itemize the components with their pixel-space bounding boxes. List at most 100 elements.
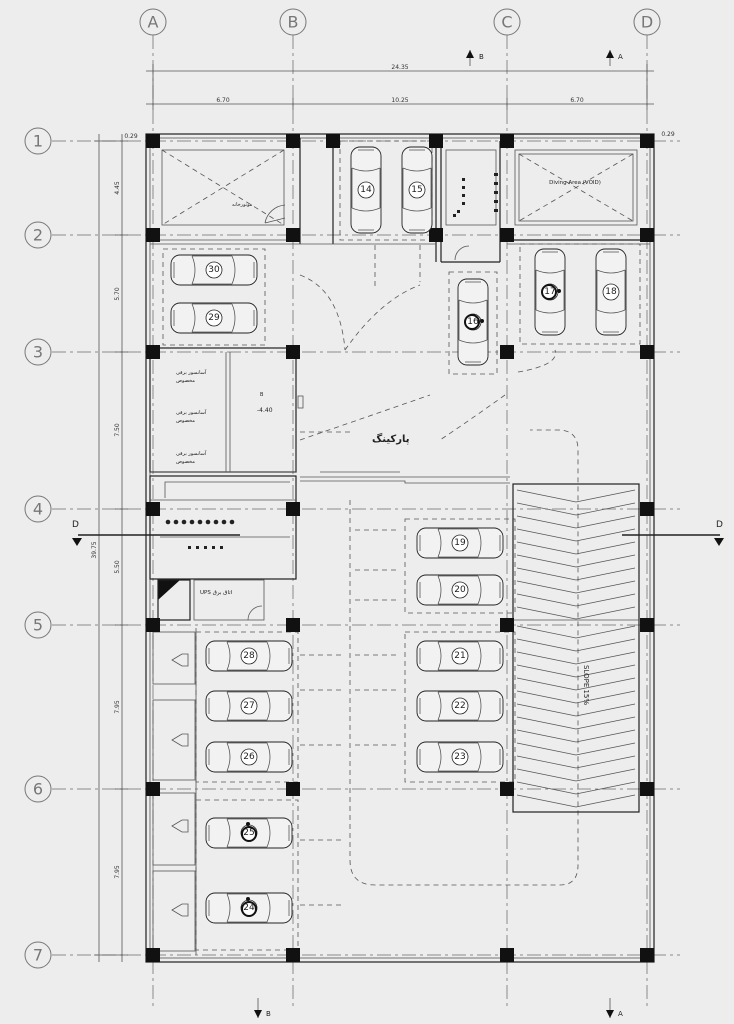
dim-row-12: 4.45 <box>114 181 121 195</box>
section-left-d: D <box>72 520 79 530</box>
parking-space-number: 20 <box>454 585 466 595</box>
svg-text:آسانسور برقی: آسانسور برقی <box>176 369 207 376</box>
parking-space-number: 19 <box>454 538 466 548</box>
parking-bays <box>162 140 641 951</box>
parking-space-18: 18 <box>595 248 627 336</box>
wheelchair-icon <box>541 284 561 300</box>
column <box>640 228 654 242</box>
column <box>286 345 300 359</box>
parking-space-number: 17 <box>544 287 555 297</box>
inner-walls-top <box>150 138 650 263</box>
wheelchair-icon <box>241 822 257 842</box>
column <box>429 228 443 242</box>
grid-label-row-5: 5 <box>33 616 43 635</box>
dim-row-56: 7.95 <box>114 700 121 714</box>
dim-span-cd: 6.70 <box>570 97 584 104</box>
grid-label-col-d: D <box>641 13 653 32</box>
parking-space-23: 23 <box>416 741 504 773</box>
column <box>286 134 300 148</box>
svg-text:آسانسور برقی: آسانسور برقی <box>176 409 207 416</box>
void-top-left: موتورخانه <box>161 149 286 226</box>
column <box>500 134 514 148</box>
grid-label-row-2: 2 <box>33 226 43 245</box>
parking-space-number: 26 <box>243 752 255 762</box>
grid-label-row-6: 6 <box>33 780 43 799</box>
parking-area: پارکینگ <box>300 433 510 484</box>
svg-text:مخصوص: مخصوص <box>176 378 195 384</box>
section-right-d: D <box>716 520 723 530</box>
column <box>146 782 160 796</box>
section-bottom-b: B <box>266 1010 271 1018</box>
grid-bubble-col-d: D <box>633 8 661 36</box>
parking-space-21: 21 <box>416 640 504 672</box>
parking-space-number: 16 <box>467 317 479 327</box>
column <box>146 618 160 632</box>
column <box>640 948 654 962</box>
parking-space-25: 25 <box>205 817 293 849</box>
column <box>640 618 654 632</box>
parking-space-24: 24 <box>205 892 293 924</box>
parking-space-number: 24 <box>243 903 255 913</box>
column <box>146 502 160 516</box>
structural-columns <box>146 134 654 962</box>
column <box>500 782 514 796</box>
dim-row-45: 5.50 <box>114 560 121 574</box>
grid-bubble-row-5: 5 <box>24 611 52 639</box>
parking-space-number: 14 <box>360 185 372 195</box>
dim-span-ab: 6.70 <box>216 97 230 104</box>
column <box>326 134 340 148</box>
void-top-right: Diving Area (VOID) <box>514 149 638 226</box>
parking-space-number: 23 <box>454 752 465 762</box>
slope-label: SLOPE 15% <box>582 665 590 705</box>
dim-edge-left: 0.29 <box>124 133 138 140</box>
dim-row-67: 7.95 <box>114 865 121 879</box>
column <box>640 502 654 516</box>
parking-space-16: 16 <box>457 278 489 366</box>
parking-space-28: 28 <box>205 640 293 672</box>
section-top-b: B <box>479 53 484 61</box>
top-dimensions: 24.35 6.70 10.25 6.70 0.29 0.29 <box>124 64 675 140</box>
column <box>640 134 654 148</box>
parking-space-number: 25 <box>243 828 254 838</box>
parking-space-19: 19 <box>416 527 504 559</box>
parking-space-26: 26 <box>205 741 293 773</box>
section-top-a: A <box>618 53 623 61</box>
grid-label-row-7: 7 <box>33 946 43 965</box>
grid-label-col-c: C <box>501 13 512 32</box>
parking-space-17: 17 <box>534 248 566 336</box>
parking-label: پارکینگ <box>372 433 410 445</box>
column <box>500 618 514 632</box>
section-bottom-a: A <box>618 1010 623 1018</box>
room-b-label: B <box>260 392 264 398</box>
grid-bubble-row-1: 1 <box>24 127 52 155</box>
parking-space-number: 15 <box>411 185 422 195</box>
column <box>640 782 654 796</box>
grid-label-row-3: 3 <box>33 343 43 362</box>
left-dimensions: 39.75 4.45 5.70 7.50 5.50 7.95 7.95 <box>91 134 128 962</box>
column <box>286 502 300 516</box>
column <box>286 948 300 962</box>
grid-bubble-col-a: A <box>139 8 167 36</box>
parking-space-number: 18 <box>605 287 617 297</box>
grid-bubble-col-b: B <box>279 8 307 36</box>
grid-bubble-row-7: 7 <box>24 941 52 969</box>
grid-bubble-row-3: 3 <box>24 338 52 366</box>
grid-bubble-row-2: 2 <box>24 221 52 249</box>
dim-overall-width: 24.35 <box>391 64 408 71</box>
parking-space-number: 30 <box>208 265 220 275</box>
parking-space-number: 28 <box>243 651 255 661</box>
svg-text:مخصوص: مخصوص <box>176 418 195 424</box>
dim-span-bc: 10.25 <box>391 97 408 104</box>
column <box>146 228 160 242</box>
parking-space-14: 14 <box>350 146 382 234</box>
parking-space-number: 22 <box>454 701 465 711</box>
stair-core-top <box>445 149 498 261</box>
dim-row-23: 5.70 <box>114 287 121 301</box>
column <box>146 134 160 148</box>
section-markers: B A B A D D <box>72 50 724 1018</box>
parking-space-30: 30 <box>170 254 258 286</box>
column <box>429 134 443 148</box>
parking-space-number: 27 <box>243 701 254 711</box>
level-label: -4.40 <box>257 407 273 414</box>
